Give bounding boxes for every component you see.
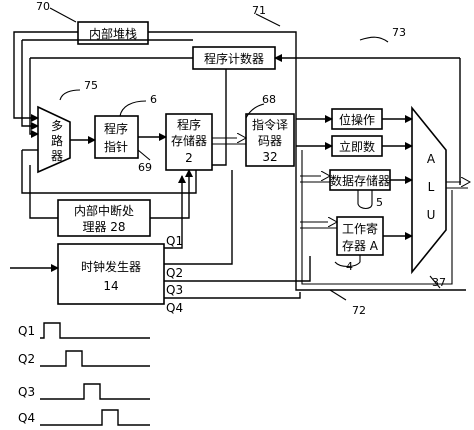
- program-memory-line1: 程序: [177, 117, 201, 132]
- mux-char-1: 多: [51, 119, 63, 133]
- ref-73: 73: [392, 26, 406, 39]
- internal-stack-label: 内部堆栈: [89, 26, 137, 41]
- clock-generator-line1: 时钟发生器: [81, 259, 141, 274]
- timing-q1-label: Q1: [18, 324, 35, 338]
- ref-4: 4: [346, 260, 353, 273]
- q4-signal-line: [164, 292, 301, 299]
- ref72-leader: [329, 289, 347, 301]
- bus-72-line: [295, 150, 466, 291]
- program-memory-box: [165, 113, 213, 171]
- work-register-line1: 工作寄: [342, 221, 378, 236]
- instruction-decoder-line3: 32: [262, 150, 277, 164]
- mux-char-3: 器: [51, 149, 63, 163]
- alu-char-l: L: [428, 180, 435, 194]
- irq-to-memory-line: [150, 169, 193, 219]
- alu-char-a: A: [427, 152, 436, 166]
- ref73-leader: [359, 36, 389, 43]
- ref-75: 75: [84, 79, 98, 92]
- ref5-loop: [357, 190, 373, 210]
- pc-loop-line: [29, 58, 39, 138]
- timing-q4-wave: [40, 409, 150, 426]
- alu-char-u: U: [427, 208, 436, 222]
- program-pointer-line2: 指针: [104, 139, 128, 154]
- program-memory-line3: 2: [185, 151, 193, 165]
- ref75-leader: [59, 89, 81, 101]
- bus-72-inner: [301, 150, 453, 285]
- ref68-leader: [245, 103, 265, 119]
- alu-shape: [411, 105, 447, 275]
- signal-q2: Q2: [166, 266, 183, 280]
- ref-68: 68: [262, 93, 276, 106]
- timing-q1-wave: [40, 322, 150, 339]
- ref-37: 37: [432, 276, 446, 289]
- ref-70: 70: [36, 0, 50, 13]
- timing-q3-wave: [40, 383, 150, 400]
- instruction-decoder-line2: 码器: [258, 134, 282, 148]
- timing-q2-wave: [40, 350, 150, 367]
- mux-feedback-line: [21, 150, 197, 194]
- ref71-leader: [255, 13, 281, 27]
- decoder-to-stack-line: [148, 31, 297, 150]
- ref70-leader: [49, 7, 77, 23]
- clock-generator-line2: 14: [103, 279, 118, 293]
- stack-to-mux-line: [13, 31, 78, 122]
- program-counter-label: 程序计数器: [204, 51, 264, 66]
- timing-q3-label: Q3: [18, 385, 35, 399]
- pc-to-memory-line: [212, 69, 227, 166]
- ref-71: 71: [252, 4, 266, 17]
- q2-signal-line: [164, 170, 233, 265]
- ref4-loop: [334, 255, 361, 268]
- timing-q4-label: Q4: [18, 411, 35, 425]
- ref-69: 69: [138, 161, 152, 174]
- data-memory-label: 数据存储器: [330, 173, 390, 188]
- ref-72: 72: [352, 304, 366, 317]
- program-pointer-line1: 程序: [104, 121, 128, 136]
- instruction-decoder-line1: 指令译: [252, 117, 288, 132]
- program-pointer-box: [94, 115, 139, 159]
- pc-to-mux-line: [21, 40, 39, 130]
- interrupt-handler-line1: 内部中断处: [74, 203, 134, 218]
- mux-char-2: 路: [51, 133, 63, 148]
- clock-generator-box: [57, 243, 165, 305]
- bit-operation-label: 位操作: [339, 112, 375, 127]
- q3-signal-line: [164, 256, 311, 282]
- internal-stack-box: [77, 21, 149, 45]
- interrupt-handler-line2: 理器 28: [82, 220, 125, 234]
- q1-signal-line: [164, 175, 186, 249]
- ref-6: 6: [150, 93, 157, 106]
- program-memory-line2: 存储器: [171, 133, 207, 148]
- ref6-leader: [119, 100, 147, 117]
- irq-to-mux-line: [29, 165, 58, 219]
- instruction-decoder-box: [245, 113, 295, 167]
- signal-q3: Q3: [166, 283, 183, 297]
- signal-q4: Q4: [166, 301, 183, 315]
- work-register-line2: 存器 A: [342, 239, 379, 253]
- ref37-leader: [429, 275, 441, 289]
- ref69-leader: [137, 149, 151, 161]
- timing-q2-label: Q2: [18, 352, 35, 366]
- ref-5: 5: [376, 196, 383, 209]
- signal-q1: Q1: [166, 234, 183, 248]
- immediate-label: 立即数: [339, 139, 375, 154]
